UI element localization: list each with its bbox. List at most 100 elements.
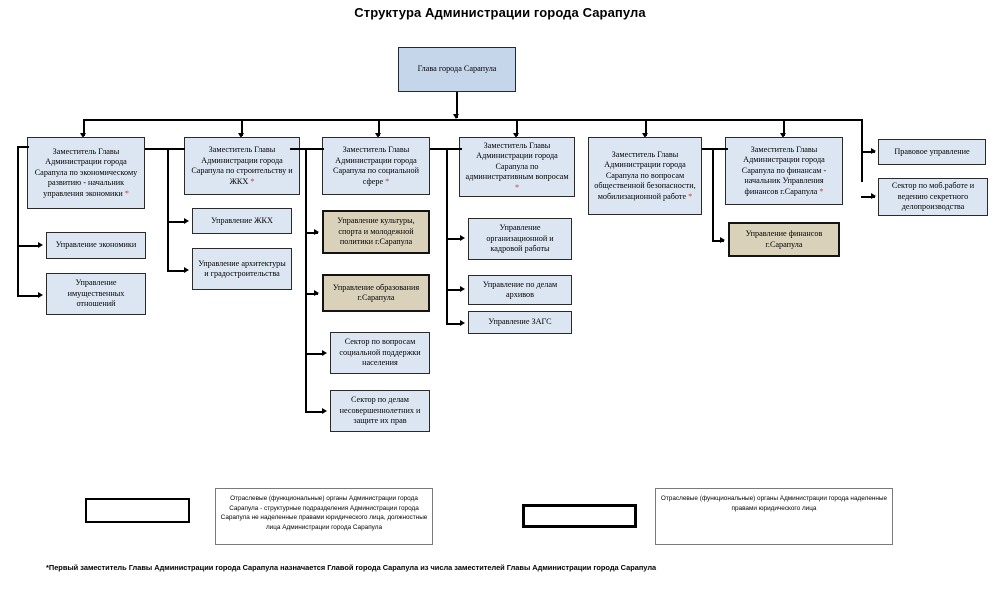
connector-col4-to-deputy [430,148,462,151]
node-archives-department[interactable]: Управление по делам архивов [468,275,572,305]
node-label: Сектор по вопросам социальной поддержки … [339,337,421,368]
connector-col4-to-child-1 [446,238,462,241]
connector-col1-to-deputy [17,146,29,149]
footnote-asterisk: * [514,182,520,192]
arrowhead-col3-child-1 [314,229,319,235]
connector-col3-to-child-3 [305,353,324,356]
node-education-department[interactable]: Управление образования г.Сарапула [322,274,430,312]
arrowhead-col3-child-4 [322,408,327,414]
node-label: Управление по делам архивов [482,279,558,300]
arrowhead-col1-child-2 [38,292,43,298]
node-organizational-hr-department[interactable]: Управление организационной и кадровой ра… [468,218,572,260]
node-architecture-department[interactable]: Управление архитектуры и градостроительс… [192,248,292,290]
connector-col3-to-deputy [290,148,324,151]
connector-col4-bus [446,148,449,325]
connector-head-stem [456,92,459,118]
connector-col1-bus [17,146,20,296]
connector-col1-to-child-1 [17,245,40,248]
node-label: Глава города Сарапула [417,64,497,74]
arrowhead-bus-drop-5 [642,133,648,138]
footnote-asterisk: * [383,176,390,186]
footnote-asterisk: * [122,188,129,198]
node-housing-utilities-department[interactable]: Управление ЖКХ [192,208,292,234]
node-label: Заместитель Главы Администрации города С… [34,146,138,198]
connector-col6-to-deputy [702,148,728,151]
node-label: Управление экономики [55,240,137,250]
node-label: Сектор по моб.работе и ведению секретног… [891,181,975,212]
node-label: Заместитель Главы Администрации города С… [594,149,696,201]
connector-col2-to-deputy [145,148,185,151]
connector-bus-drop-5 [645,119,647,136]
connector-col1-to-child-2 [17,295,40,298]
arrowhead-col2-child-1 [184,218,189,224]
connector-col6-to-child-1 [712,240,724,243]
connector-bus-drop-3 [378,119,380,136]
connector-main-bus [83,119,863,121]
node-deputy-administrative[interactable]: Заместитель Главы Администрации города С… [459,137,575,197]
node-minors-affairs-sector[interactable]: Сектор по делам несовершеннолетних и защ… [330,390,430,432]
node-label: Управление архитектуры и градостроительс… [198,258,286,279]
arrowhead-col4-child-3 [460,320,465,326]
node-deputy-social[interactable]: Заместитель Главы Администрации города С… [322,137,430,195]
arrowhead-col3-child-3 [322,350,327,356]
arrowhead-bus-drop-1 [80,133,86,138]
legend-text-no-legal-entity: Отраслевые (функциональные) органы Админ… [215,488,433,545]
arrowhead-bus-drop-6 [780,133,786,138]
node-mobilization-secret-records-sector[interactable]: Сектор по моб.работе и ведению секретног… [878,178,988,216]
node-label: Управление ЗАГС [488,317,552,327]
legend-swatch-no-legal-entity [85,498,190,523]
node-economy-department[interactable]: Управление экономики [46,232,146,259]
connector-col3-to-child-1 [305,232,318,235]
connector-col6-bus [712,148,715,242]
footnote-asterisk: * [686,191,693,201]
connector-bus-drop-1 [83,119,85,136]
arrowhead-bus-drop-3 [375,133,381,138]
footnote-asterisk: * [817,186,824,196]
node-social-support-sector[interactable]: Сектор по вопросам социальной поддержки … [330,332,430,374]
arrowhead-col4-child-2 [460,286,465,292]
node-label: Управление имущественных отношений [67,278,125,309]
node-label: Управление образования г.Сарапула [332,282,420,303]
node-label: Заместитель Главы Администрации города С… [333,145,419,186]
arrowhead-col6-child-1 [720,237,725,243]
arrowhead-right-mob [871,193,876,199]
connector-bus-drop-4 [516,119,518,136]
node-label: Управление организационной и кадровой ра… [486,223,554,254]
connector-col3-to-child-2 [305,293,318,296]
connector-col2-bus [167,148,170,272]
arrowhead-head-to-bus [453,114,459,119]
connector-right-branch-to-mob [861,196,875,199]
node-finance-department[interactable]: Управление финансов г.Сарапула [728,222,840,257]
node-label: Управление культуры, спорта и молодежной… [337,216,415,247]
connector-right-branch-drop [861,119,864,182]
arrowhead-col1-child-1 [38,242,43,248]
node-label: Сектор по делам несовершеннолетних и защ… [339,395,421,426]
node-deputy-economy[interactable]: Заместитель Главы Администрации города С… [27,137,145,209]
arrowhead-bus-drop-2 [238,133,244,138]
node-legal-department[interactable]: Правовое управление [878,139,986,165]
node-registry-office-department[interactable]: Управление ЗАГС [468,311,572,334]
arrowhead-col4-child-1 [460,235,465,241]
node-label: Управление финансов г.Сарапула [745,229,823,249]
node-deputy-finance[interactable]: Заместитель Главы Администрации города С… [725,137,843,205]
node-head-of-city[interactable]: Глава города Сарапула [398,47,516,92]
connector-col2-to-child-1 [167,221,186,224]
connector-col3-bus [305,148,308,413]
connector-col3-to-child-4 [305,411,324,414]
arrowhead-col3-child-2 [314,290,319,296]
node-deputy-public-security[interactable]: Заместитель Главы Администрации города С… [588,137,702,215]
node-culture-sport-youth-department[interactable]: Управление культуры, спорта и молодежной… [322,210,430,254]
legend-text-legal-entity: Отраслевые (функциональные) органы Админ… [655,488,893,545]
arrowhead-right-legal [871,148,876,154]
node-label: Заместитель Главы Администрации города С… [465,140,569,192]
page-title: Структура Администрации города Сарапула [354,5,646,20]
connector-col4-to-child-2 [446,289,462,292]
connector-bus-drop-2 [241,119,243,136]
node-deputy-construction[interactable]: Заместитель Главы Администрации города С… [184,137,300,195]
node-label: Заместитель Главы Администрации города С… [741,144,827,196]
footnote: *Первый заместитель Главы Администрации … [46,563,657,572]
arrowhead-col2-child-2 [184,267,189,273]
connector-right-branch-to-legal [861,151,875,154]
node-property-relations-department[interactable]: Управление имущественных отношений [46,273,146,315]
